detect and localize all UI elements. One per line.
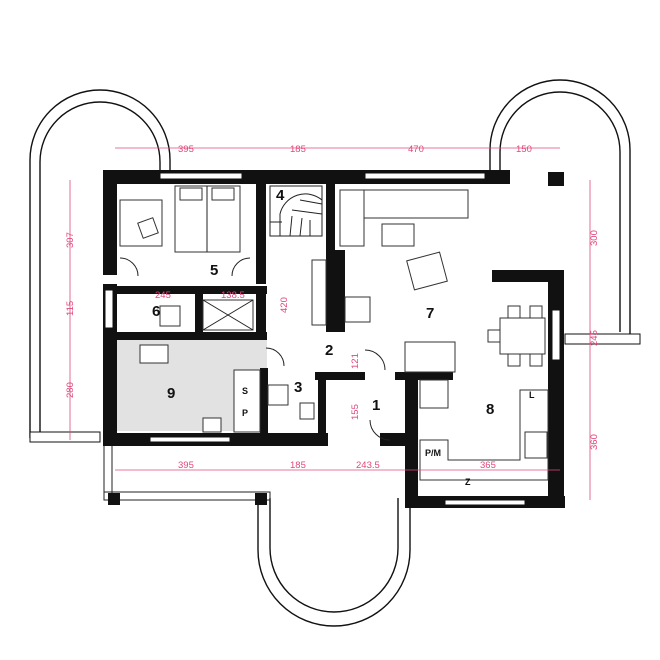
dim-inner-5: 155 xyxy=(350,404,361,420)
dim-right-1: 300 xyxy=(589,230,600,246)
dim-bottom-1: 395 xyxy=(178,460,194,471)
dim-bottom-3: 243.5 xyxy=(356,460,380,471)
living-furniture xyxy=(311,189,469,326)
dim-top-2: 185 xyxy=(290,144,306,155)
terrace-left xyxy=(29,89,171,443)
fixture-label-l: L xyxy=(529,390,535,400)
fixture-label-pm: P/M xyxy=(425,448,441,458)
bedroom-furniture xyxy=(119,185,241,253)
fixture-label-p: P xyxy=(242,408,248,418)
room-number-4: 4 xyxy=(276,187,285,204)
terrace-right xyxy=(489,79,641,345)
kitchen-furniture xyxy=(404,341,549,481)
dim-left-3: 280 xyxy=(65,382,76,398)
room-number-7: 7 xyxy=(426,305,434,322)
dining-furniture xyxy=(487,305,546,367)
room-number-5: 5 xyxy=(210,262,218,279)
dim-inner-2: 138.5 xyxy=(221,290,245,301)
dim-inner-4: 121 xyxy=(350,353,361,369)
room-number-3: 3 xyxy=(294,379,302,396)
dim-top-4: 150 xyxy=(516,144,532,155)
fixture-label-z: Z xyxy=(465,477,471,487)
dim-right-2: 245 xyxy=(589,330,600,346)
dim-left-2: 115 xyxy=(65,301,76,316)
dim-inner-1: 245 xyxy=(155,290,171,301)
fixture-label-s: S xyxy=(242,386,248,396)
terrace-bottom xyxy=(103,441,411,627)
bathroom-fixtures xyxy=(139,299,315,433)
dim-inner-3: 420 xyxy=(279,297,290,313)
room-number-9: 9 xyxy=(167,385,175,402)
dim-top-3: 470 xyxy=(408,144,424,155)
windows xyxy=(104,172,561,506)
dimension-lines xyxy=(69,147,591,500)
dim-bottom-4: 365 xyxy=(480,460,496,471)
room-number-2: 2 xyxy=(325,342,333,359)
room-number-1: 1 xyxy=(372,397,380,414)
dim-top-1: 395 xyxy=(178,144,194,155)
stairs xyxy=(269,185,323,237)
dim-left-1: 307 xyxy=(65,232,76,248)
dim-bottom-2: 185 xyxy=(290,460,306,471)
room-number-6: 6 xyxy=(152,303,160,320)
doors xyxy=(119,257,391,441)
room-number-8: 8 xyxy=(486,401,494,418)
dim-right-3: 360 xyxy=(589,434,600,450)
